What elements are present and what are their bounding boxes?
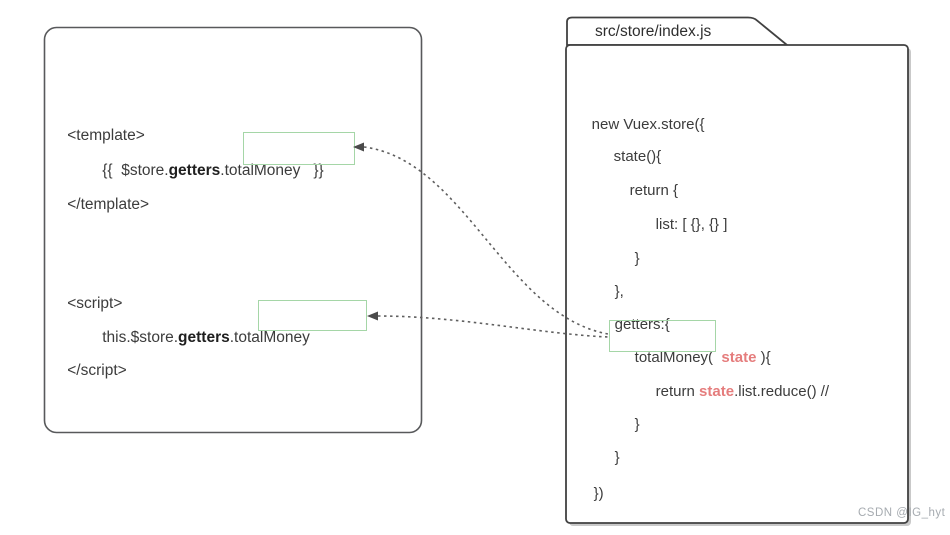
arrow-getter-to-template [363,146,609,335]
store-line-return-close: } [618,226,640,267]
arrowhead-script-icon [367,311,378,321]
store-line-return-close-text: } [634,250,640,267]
store-line-reduce: return state.list.reduce() // [639,359,829,400]
store-line-close-1-text: } [634,416,640,433]
store-line-close-3: }) [577,461,604,502]
store-line-close-2: } [598,425,620,466]
store-line-new-vuex: new Vuex.store({ [575,92,705,133]
reduce-rest: .list.reduce() // [734,383,830,400]
script-close-line: </script> [50,338,126,379]
store-line-close-1: } [618,392,640,433]
template-close-text: </template> [67,196,150,213]
store-line-close-3-text: }) [593,485,604,502]
store-line-list-text: list: [ {}, {} ] [655,216,728,233]
script-expr-getters: getters [178,329,230,346]
store-line-state-close: }, [598,259,624,300]
script-open-line: <script> [50,271,122,312]
store-line-state-open: state(){ [597,124,662,165]
store-line-getters-open: getters:{ [598,292,670,333]
folder-tab-label: src/store/index.js [595,23,712,40]
highlight-box-template-interpolation [243,132,355,165]
reduce-return-kw: return [655,383,700,400]
watermark: CSDN @IG_hyt [858,507,946,519]
reduce-state-arg: state [699,383,735,400]
script-expr-property: .totalMoney [229,329,310,346]
interpolation-getters: getters [168,162,221,179]
highlight-box-getter-definition [609,320,716,352]
highlight-box-script-expression [258,300,367,331]
store-line-return-open: return { [613,158,678,199]
template-close-line: </template> [50,172,149,213]
store-line-list: list: [ {}, {} ] [639,192,728,233]
arrow-getter-to-script [377,315,609,338]
script-close-text: </script> [67,362,127,379]
template-open-line: <template> [50,103,145,144]
store-line-close-2-text: } [614,449,620,466]
